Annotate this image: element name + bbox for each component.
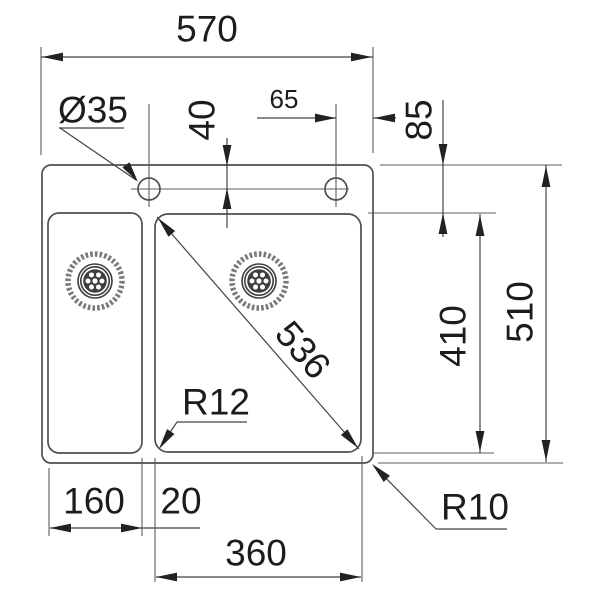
dim-label-510: 510 <box>500 281 541 343</box>
dim-rim-to-bowl: 85 <box>399 99 448 237</box>
dim-main-bowl-width: 360 <box>156 533 361 582</box>
dim-overall-depth: 510 <box>500 165 551 462</box>
drain-main-icon <box>229 251 289 311</box>
dim-label-360: 360 <box>225 533 287 574</box>
center-and-extension-lines <box>40 47 563 582</box>
dim-bowl-corner-radius: R12 <box>155 382 250 452</box>
dim-label-65: 65 <box>270 84 299 114</box>
dim-outer-corner-radius: R10 <box>368 460 509 530</box>
dim-label-570: 570 <box>176 9 238 50</box>
half-bowl-outline <box>47 212 143 454</box>
dim-tap-hole-diameter: Ø35 <box>58 90 142 185</box>
dim-label-85: 85 <box>399 99 440 140</box>
dim-bowl-length: 410 <box>433 214 485 453</box>
sink-outer-outline <box>41 164 374 464</box>
dim-label-40: 40 <box>182 99 223 140</box>
dim-label-410: 410 <box>433 305 474 367</box>
dim-label-160: 160 <box>63 481 125 522</box>
dim-label-536: 536 <box>267 313 338 386</box>
dim-label-r10: R10 <box>441 487 509 528</box>
dim-tap-hole-to-right-edge: 65 <box>257 84 396 123</box>
dim-half-bowl-width: 160 20 <box>50 481 202 533</box>
main-bowl-outline <box>154 213 362 453</box>
dim-overall-width: 570 <box>41 9 373 62</box>
dim-tap-hole-setback: 40 <box>182 99 232 228</box>
dim-label-r12: R12 <box>182 382 250 423</box>
dim-label-20: 20 <box>160 481 201 522</box>
dim-label-o35: Ø35 <box>58 90 128 131</box>
drain-left-icon <box>65 251 125 311</box>
